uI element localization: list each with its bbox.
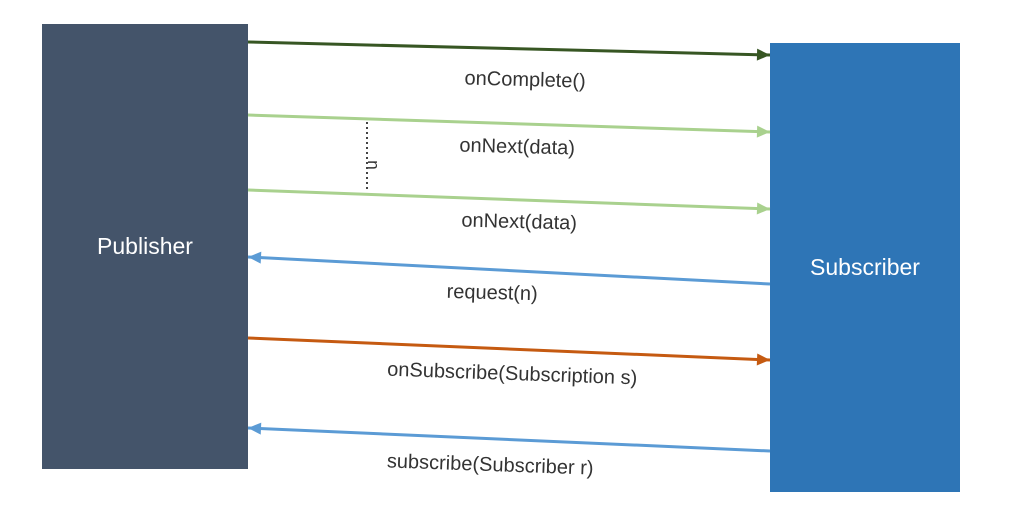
message-arrow-5 xyxy=(247,336,771,362)
message-arrowhead-3 xyxy=(756,202,770,215)
publisher-box: Publisher xyxy=(42,24,248,469)
message-arrow-6 xyxy=(247,426,771,453)
publisher-label: Publisher xyxy=(97,233,193,259)
message-arrowhead-2 xyxy=(756,125,770,138)
message-arrowhead-6 xyxy=(248,422,262,435)
message-arrow-4 xyxy=(247,255,771,286)
message-label-6: subscribe(Subscriber r) xyxy=(387,450,594,479)
message-arrowhead-4 xyxy=(248,251,262,264)
message-label-4: request(n) xyxy=(446,281,538,305)
message-arrow-3 xyxy=(247,188,771,211)
message-label-2: onNext(data) xyxy=(459,134,575,159)
message-arrow-2 xyxy=(247,113,771,134)
subscriber-label: Subscriber xyxy=(810,254,920,280)
message-arrow-1 xyxy=(247,40,771,57)
message-label-1: onComplete() xyxy=(464,67,586,92)
message-label-5: onSubscribe(Subscription s) xyxy=(387,359,638,390)
message-label-3: onNext(data) xyxy=(461,209,577,234)
message-arrowhead-1 xyxy=(756,48,770,61)
subscriber-box: Subscriber xyxy=(770,43,960,492)
n-annotation-label: n xyxy=(364,160,383,169)
message-arrowhead-5 xyxy=(756,353,770,366)
